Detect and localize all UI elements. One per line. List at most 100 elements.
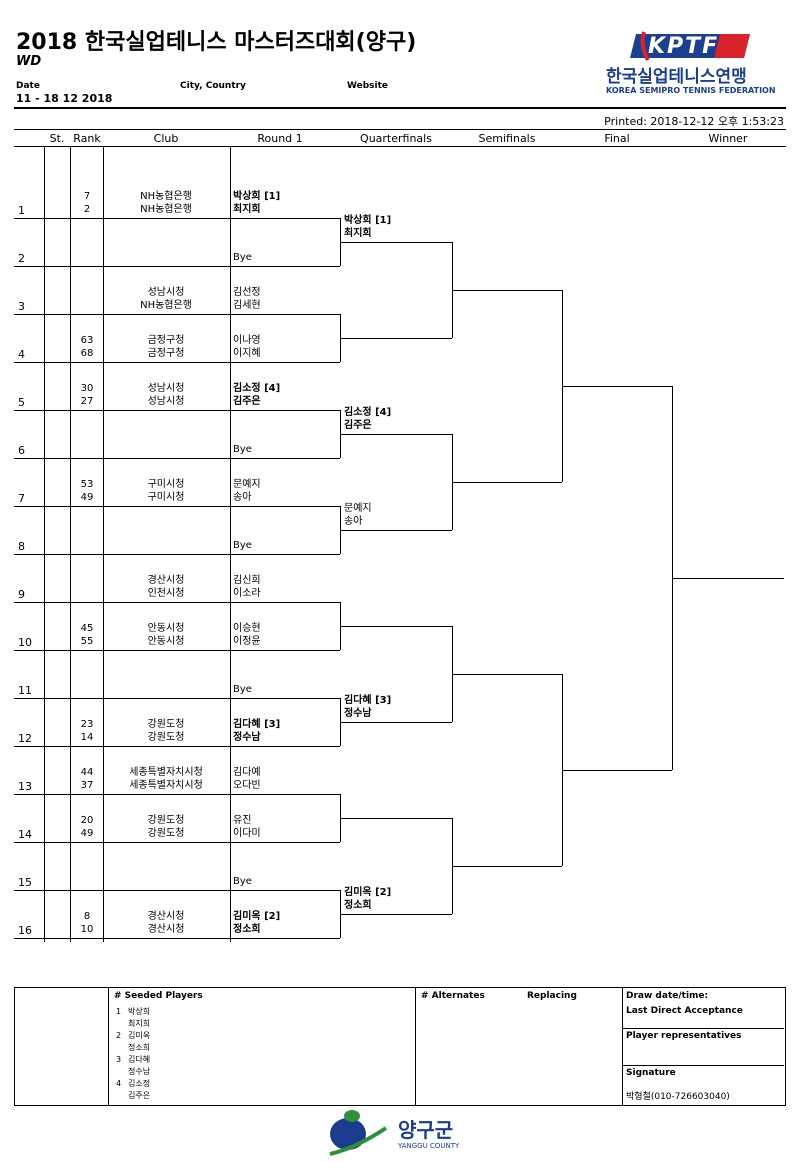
club-name: 안동시청 bbox=[147, 623, 185, 634]
draw-position: 14 bbox=[18, 828, 32, 841]
quarterfinal-player: 문예지 bbox=[344, 503, 372, 514]
draw-position: 7 bbox=[18, 492, 25, 505]
replacing-title: Replacing bbox=[527, 991, 577, 1001]
col-quarterfinals: Quarterfinals bbox=[360, 132, 432, 145]
club-name: 성남시청 bbox=[147, 383, 185, 394]
club-name: NH농협은행 bbox=[140, 191, 192, 202]
quarterfinal-player: 김다혜 [3] bbox=[344, 695, 392, 706]
round1-line bbox=[230, 362, 340, 363]
draw-position: 12 bbox=[18, 732, 32, 745]
player-name: 이정윤 bbox=[233, 636, 261, 647]
round1-line bbox=[230, 314, 340, 315]
quarterfinal-player: 정수남 bbox=[344, 708, 372, 719]
rank-value: 23 bbox=[80, 719, 94, 730]
rank-value: 53 bbox=[80, 479, 94, 490]
draw-row-line bbox=[14, 698, 230, 699]
last-direct-label: Last Direct Acceptance bbox=[626, 1006, 743, 1016]
col-st: St. bbox=[49, 132, 65, 145]
draw-position: 15 bbox=[18, 876, 32, 889]
header-divider bbox=[14, 107, 786, 109]
round1-line bbox=[230, 938, 340, 939]
round1-line bbox=[230, 794, 340, 795]
federation-name-ko: 한국실업테니스연맹 bbox=[606, 67, 747, 87]
round1-line bbox=[230, 602, 340, 603]
col-round1: Round 1 bbox=[257, 132, 303, 145]
round1-line bbox=[230, 842, 340, 843]
player-name: 정소희 bbox=[233, 924, 261, 935]
col-semifinals: Semifinals bbox=[478, 132, 536, 145]
final-line bbox=[562, 386, 672, 387]
divider-rank bbox=[70, 146, 71, 942]
draw-position: 16 bbox=[18, 924, 32, 937]
player-name: 김선정 bbox=[233, 287, 261, 298]
player-name: 김소정 [4] bbox=[233, 383, 281, 394]
draw-position: 9 bbox=[18, 588, 25, 601]
draw-position: 2 bbox=[18, 252, 25, 265]
draw-row-line bbox=[14, 650, 230, 651]
quarterfinal-player: 김주은 bbox=[344, 420, 372, 431]
player-name: 이승현 bbox=[233, 623, 261, 634]
col-final: Final bbox=[604, 132, 630, 145]
draw-position: 4 bbox=[18, 348, 25, 361]
player-name: 송아 bbox=[233, 492, 252, 503]
club-name: 성남시청 bbox=[147, 287, 185, 298]
club-name: 강원도청 bbox=[147, 719, 185, 730]
club-name: 구미시청 bbox=[147, 479, 185, 490]
player-name: 최지희 bbox=[233, 204, 261, 215]
round1-line bbox=[230, 410, 340, 411]
player-name: 정수남 bbox=[233, 732, 261, 743]
club-name: 인천시청 bbox=[147, 588, 185, 599]
club-name: 안동시청 bbox=[147, 636, 185, 647]
signature-label: Signature bbox=[626, 1068, 676, 1078]
date-label: Date bbox=[16, 81, 40, 91]
draw-position: 6 bbox=[18, 444, 25, 457]
draw-position: 5 bbox=[18, 396, 25, 409]
seed-number: 2 bbox=[116, 1031, 122, 1040]
draw-row-line bbox=[14, 746, 230, 747]
player-name: 김다예 bbox=[233, 767, 261, 778]
seed-player: 김주은 bbox=[128, 1091, 151, 1100]
seed-player: 정수남 bbox=[128, 1067, 151, 1076]
draw-position: 10 bbox=[18, 636, 32, 649]
rank-value: 55 bbox=[80, 636, 94, 647]
semifinal-line bbox=[452, 482, 562, 483]
draw-position: 13 bbox=[18, 780, 32, 793]
quarterfinal-line bbox=[340, 626, 452, 627]
club-name: 경산시청 bbox=[147, 911, 185, 922]
winner-line bbox=[672, 578, 784, 579]
kptf-logo-mark bbox=[630, 31, 750, 61]
draw-row-line bbox=[14, 362, 230, 363]
player-name: 이지혜 bbox=[233, 348, 261, 359]
round1-line bbox=[230, 746, 340, 747]
seed-number: 3 bbox=[116, 1055, 122, 1064]
draw-row-line bbox=[14, 266, 230, 267]
rank-value: 20 bbox=[80, 815, 94, 826]
draw-row-line bbox=[14, 458, 230, 459]
seed-player: 최지희 bbox=[128, 1019, 151, 1028]
round1-line bbox=[230, 218, 340, 219]
rank-value: 8 bbox=[83, 911, 91, 922]
round1-line bbox=[230, 554, 340, 555]
seed-player: 정소희 bbox=[128, 1043, 151, 1052]
club-name: 세종특별자치시청 bbox=[129, 780, 203, 791]
divider-st bbox=[44, 146, 45, 942]
columns-bottom-rule bbox=[14, 146, 786, 147]
player-name: 김주은 bbox=[233, 396, 261, 407]
player-name: 이소라 bbox=[233, 588, 261, 599]
player-name: 오다빈 bbox=[233, 780, 261, 791]
yanggu-logo: 양구군 YANGGU COUNTY bbox=[322, 1104, 482, 1158]
club-name: 구미시청 bbox=[147, 492, 185, 503]
yanggu-emblem bbox=[329, 1110, 388, 1156]
divider-club bbox=[103, 146, 104, 942]
draw-row-line bbox=[14, 218, 230, 219]
club-name: 금정구청 bbox=[147, 348, 185, 359]
rank-value: 27 bbox=[80, 396, 94, 407]
kptf-logo: KPTF 한국실업테니스연맹 KOREA SEMIPRO TENNIS FEDE… bbox=[600, 28, 780, 100]
club-name: 경산시청 bbox=[147, 575, 185, 586]
player-name: Bye bbox=[233, 444, 252, 455]
event-code: WD bbox=[16, 54, 42, 69]
rank-value: 30 bbox=[80, 383, 94, 394]
rank-value: 2 bbox=[83, 204, 91, 215]
footer-rule-a bbox=[622, 1028, 784, 1029]
draw-row-line bbox=[14, 410, 230, 411]
